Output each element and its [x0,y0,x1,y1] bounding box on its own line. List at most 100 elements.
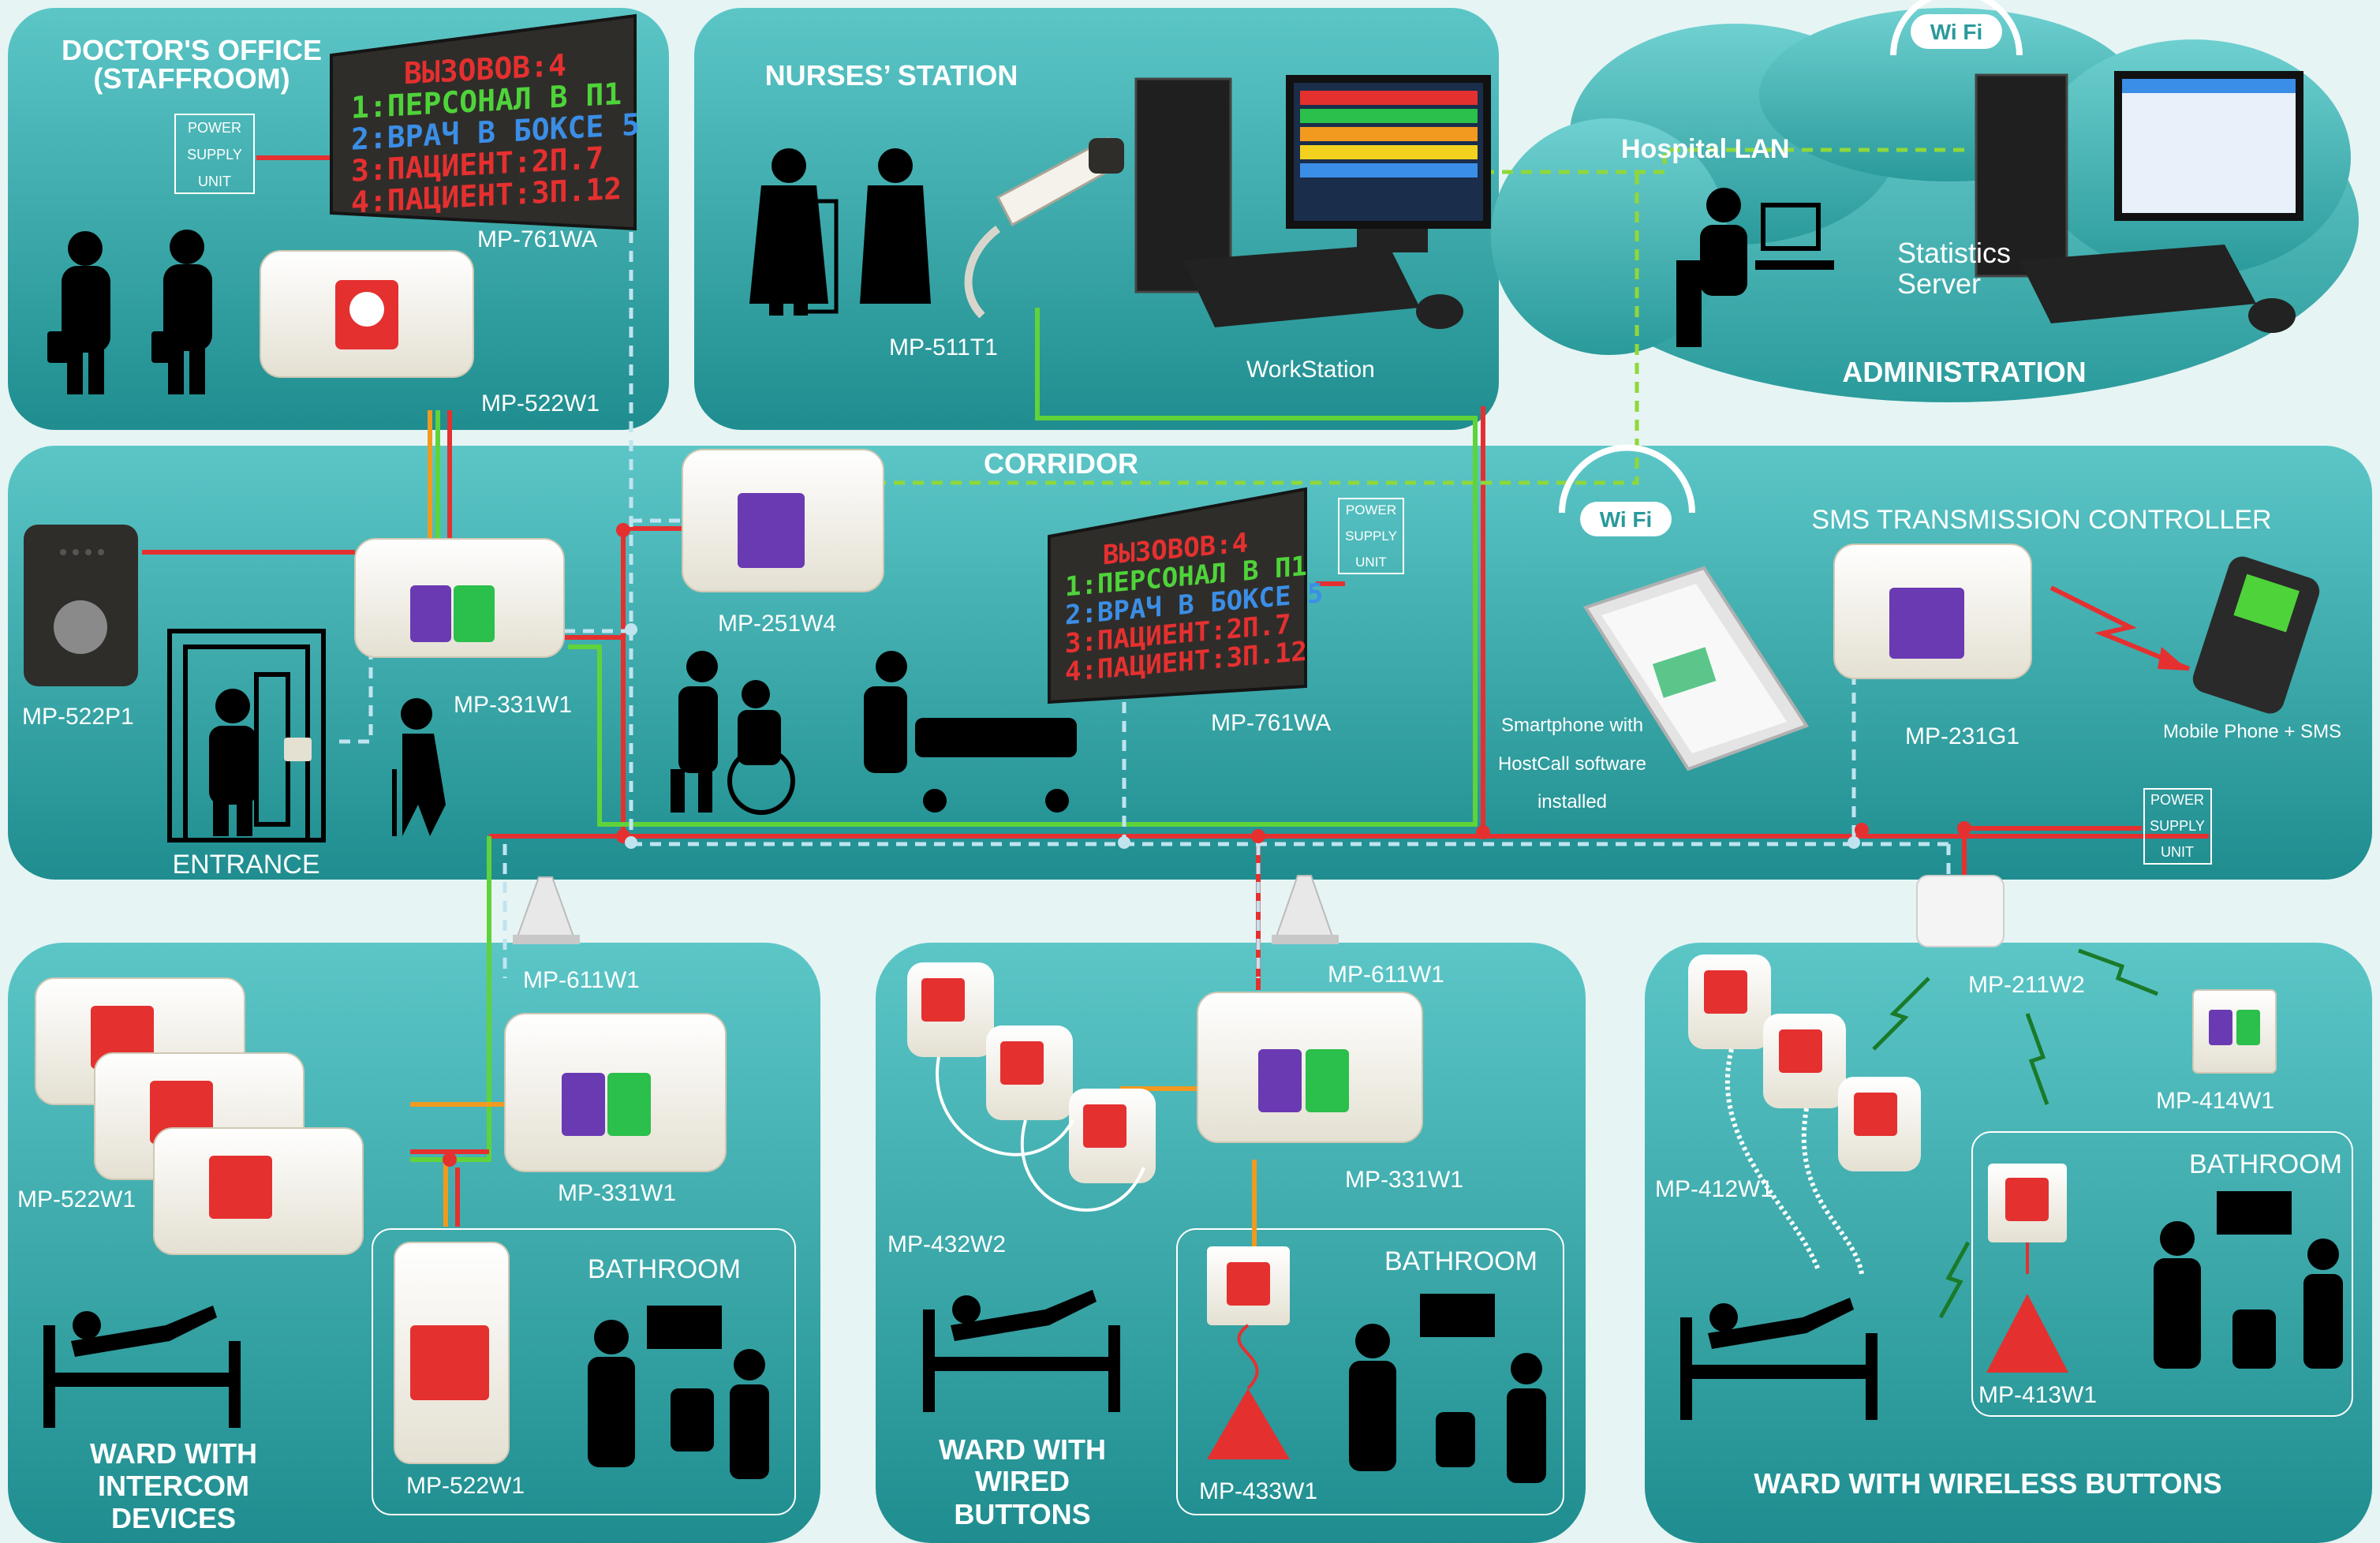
label-mp433w1: MP-433W1 [1199,1478,1317,1504]
svg-text:Wi Fi: Wi Fi [1600,507,1653,532]
device-mp331w1-corridor[interactable] [354,538,565,658]
bed-patient-icon-1 [43,1306,241,1428]
door-card-reader[interactable] [284,738,312,761]
wifi-icon-corridor: Wi Fi [1559,444,1695,536]
label-mp522w1-bath: MP-522W1 [406,1473,525,1499]
administration-title: ADMINISTRATION [1842,356,2086,388]
label-mp611w1-mid: MP-611W1 [1328,962,1444,988]
device-mp433w1[interactable] [1207,1246,1290,1459]
pull-cords-mp412w1[interactable] [1688,955,1921,1275]
device-mp522p1[interactable] [24,525,138,686]
label-mp413w1: MP-413W1 [1978,1382,2097,1408]
ward-wireless-title: WARD WITH WIRELESS BUTTONS [1754,1467,2221,1500]
svg-text:POWER: POWER [1346,503,1396,517]
device-mp522w1-ward-stack[interactable] [35,977,364,1255]
label-mp414w1: MP-414W1 [2156,1088,2274,1114]
device-mp211w2[interactable] [1916,875,2005,947]
doctor-icons [47,230,212,394]
label-mp522w1-office: MP-522W1 [481,390,600,417]
workstation-computer[interactable] [1134,75,1491,329]
entrance-label: ENTRANCE [172,850,319,880]
svg-text:SUPPLY: SUPPLY [187,147,242,163]
ward-intercom-title-1: WARD WITH [90,1437,257,1470]
smartphone-label-2: HostCall software [1498,753,1646,775]
power-supply-unit-office: POWER SUPPLY UNIT [174,114,255,194]
hospital-lan-label: Hospital LAN [1621,134,1789,164]
svg-text:UNIT: UNIT [1355,555,1387,570]
device-mp522w1-bath[interactable] [394,1242,510,1464]
label-mobile-phone: Mobile Phone + SMS [2163,721,2341,742]
bathroom-box-intercom [372,1228,796,1515]
junction-dots-light [625,623,1860,849]
nurses-station-title: NURSES’ STATION [765,59,1018,92]
antenna-mp611w1-left[interactable] [513,876,580,944]
power-supply-unit-corridor: POWER SUPPLY UNIT [1338,498,1404,574]
svg-text:POWER: POWER [2150,792,2204,808]
label-mp522p1: MP-522P1 [22,704,134,730]
ward-intercom-title-3: DEVICES [111,1502,236,1534]
device-mp522w1-office[interactable] [260,250,474,378]
bathroom-title-wired: BATHROOM [1384,1246,1537,1276]
ward-intercom-title-2: INTERCOM [98,1470,249,1502]
smartphone-label-3: installed [1537,791,1607,813]
shower-toilet-icons-2 [1349,1294,1546,1483]
label-mp211w2: MP-211W2 [1968,972,2085,998]
label-mp761wa-corridor: MP-761WA [1211,710,1331,736]
smartphone-label-1: Smartphone with [1501,715,1643,736]
smartphone-hostcall[interactable] [1582,566,1810,772]
wifi-icon-top: Wi Fi [1890,0,2023,56]
statistics-server-computer[interactable] [1975,71,2303,333]
bed-patient-icon-2 [923,1290,1120,1412]
svg-text:UNIT: UNIT [198,174,231,189]
label-mp251w4: MP-251W4 [718,611,836,637]
device-mp331w1-ward1[interactable] [504,1013,727,1172]
bathroom-box-wired [1176,1228,1564,1515]
bathroom-title-intercom: BATHROOM [588,1254,741,1284]
doctors-office-title-1: DOCTOR'S OFFICE [62,34,322,66]
svg-text:ВЫЗОВОВ:4: ВЫЗОВОВ:4 [404,47,566,91]
wiring [142,155,2209,1246]
power-supply-unit-sms: POWER SUPPLY UNIT [2143,788,2212,865]
doctors-office-title-2: (STAFFROOM) [93,62,290,95]
shower-toilet-icons-3 [2154,1191,2343,1369]
shower-toilet-icons-1 [588,1306,769,1479]
sms-signal-icon [2049,585,2191,671]
telephone-mp511t1[interactable] [964,136,1125,319]
device-mp413w1[interactable] [1986,1164,2068,1373]
bed-patient-icon-3 [1680,1298,1877,1420]
lan-lines [884,148,1972,485]
nurse-icons [749,148,931,316]
sms-controller-title: SMS TRANSMISSION CONTROLLER [1811,505,2271,535]
svg-text:SUPPLY: SUPPLY [2150,818,2205,834]
label-mp761wa-office: MP-761WA [477,226,597,252]
svg-text:SUPPLY: SUPPLY [1345,529,1397,544]
svg-text:Wi Fi: Wi Fi [1930,20,1983,44]
device-mp231g1[interactable] [1833,544,2032,679]
device-mp414w1[interactable] [2192,989,2277,1074]
label-mp412w1: MP-412W1 [1655,1176,1773,1202]
statistics-server-label-2: Server [1897,267,1981,300]
pull-cords-mp432w2[interactable] [907,962,1156,1212]
label-mp331w1-ward1: MP-331W1 [558,1180,676,1206]
label-mp522w1-ward: MP-522W1 [17,1186,136,1212]
device-mp251w4[interactable] [682,449,884,592]
antenna-mp611w1-mid[interactable] [1272,875,1339,944]
ward-wired-title-1: WARD WITH [939,1433,1106,1466]
admin-worker-icon [1676,188,1834,347]
statistics-server-label-1: Statistics [1897,237,2011,269]
svg-text:UNIT: UNIT [2161,844,2194,860]
label-mp331w1-ward2: MP-331W1 [1345,1167,1463,1193]
svg-text:POWER: POWER [188,120,241,136]
corridor-title: CORRIDOR [984,447,1138,480]
bathroom-box-wireless [1971,1131,2353,1417]
sms-arrow-icon [2158,647,2189,671]
mobile-phone-icon[interactable] [2189,553,2323,717]
patient-transport-icons [671,651,1077,815]
wireless-signal-icons [1872,948,2158,1319]
ward-wired-title-2: WIRED [975,1465,1070,1497]
device-mp331w1-ward2[interactable] [1197,992,1423,1143]
bathroom-title-wireless: BATHROOM [2189,1149,2342,1179]
label-mp611w1-left: MP-611W1 [523,967,640,993]
